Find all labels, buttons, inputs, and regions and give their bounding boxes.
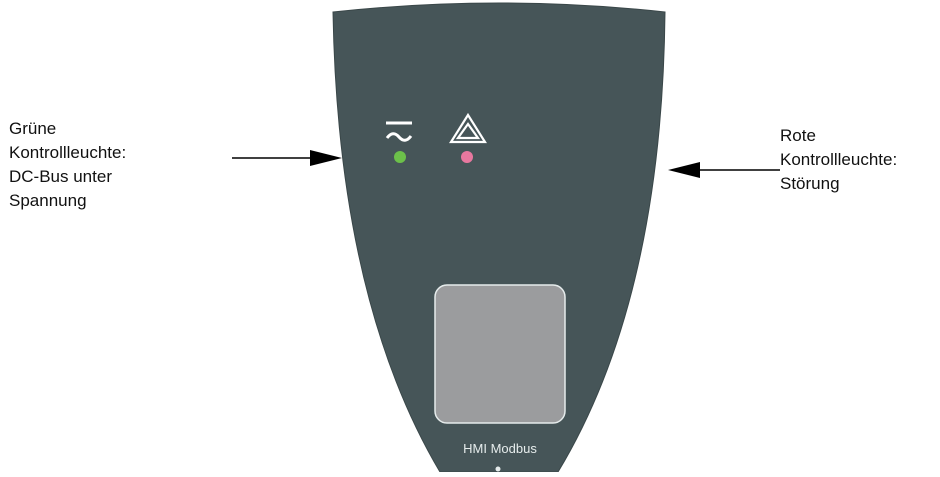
callout-line: Spannung [9, 191, 87, 210]
hmi-port-cover[interactable] [434, 284, 566, 424]
red-led [461, 151, 473, 163]
port-indicator-dot [495, 466, 501, 472]
left-callout-arrow [232, 150, 342, 166]
hmi-port-label: HMI Modbus [463, 441, 537, 456]
right-callout-arrow [668, 162, 780, 178]
drive-front-panel [332, 2, 666, 473]
callout-line: Rote [780, 126, 816, 145]
callout-line: DC-Bus unter [9, 167, 112, 186]
callout-line: Kontrollleuchte: [780, 150, 898, 169]
callout-line: Kontrollleuchte: [9, 143, 127, 162]
green-led-callout: Grüne Kontrollleuchte: DC-Bus unter Span… [9, 117, 126, 213]
red-led-callout: Rote Kontrollleuchte: Störung [780, 124, 897, 196]
dc-bus-icon [385, 121, 413, 142]
warning-triangle-icon [449, 112, 487, 144]
callout-line: Störung [780, 174, 840, 193]
green-led [394, 151, 406, 163]
callout-line: Grüne [9, 119, 57, 138]
